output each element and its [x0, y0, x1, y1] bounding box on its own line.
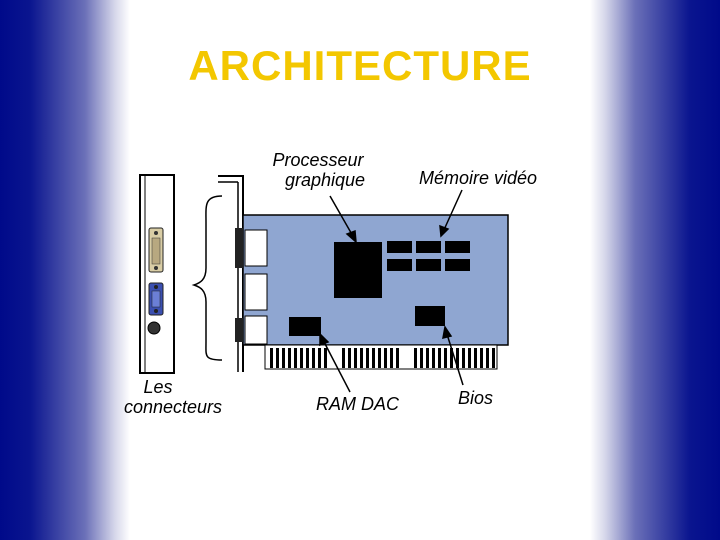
connector-finger — [390, 348, 393, 368]
arrow-memoire-head — [439, 224, 450, 238]
connector-finger — [348, 348, 351, 368]
label-memoire: Mémoire vidéo — [419, 168, 538, 188]
connector-finger — [294, 348, 297, 368]
connector-finger — [468, 348, 471, 368]
connector-finger — [462, 348, 465, 368]
connector-finger — [414, 348, 417, 368]
ramdac-chip — [289, 317, 321, 336]
connector-finger — [324, 348, 327, 368]
label-bios: Bios — [458, 388, 494, 408]
connector-finger — [396, 348, 399, 368]
connector-finger — [300, 348, 303, 368]
connector-finger — [270, 348, 273, 368]
connector-finger — [492, 348, 495, 368]
connector-finger — [456, 348, 459, 368]
label-connecteurs-line2: connecteurs — [123, 397, 223, 417]
arrow-memoire — [442, 189, 463, 233]
connector-finger — [318, 348, 321, 368]
video-memory-chips — [387, 241, 470, 271]
bracket-side-view — [139, 174, 175, 374]
connector-finger — [288, 348, 291, 368]
label-processeur-line1: Processeur — [272, 150, 364, 170]
connector-finger — [474, 348, 477, 368]
connector-finger — [384, 348, 387, 368]
edge-connector — [264, 344, 498, 370]
port-blocks — [235, 228, 268, 345]
label-connecteurs: Les connecteurs — [112, 377, 234, 417]
dvi-connector — [148, 227, 164, 273]
connector-finger — [432, 348, 435, 368]
connector-finger — [354, 348, 357, 368]
arrow-bios — [445, 330, 464, 386]
label-processeur-line2: graphique — [284, 170, 366, 190]
svideo-connector — [147, 321, 161, 335]
connector-finger — [372, 348, 375, 368]
connector-finger — [420, 348, 423, 368]
connector-finger — [444, 348, 447, 368]
label-processeur: Processeur graphique — [256, 150, 380, 190]
connector-finger — [438, 348, 441, 368]
connector-finger — [306, 348, 309, 368]
connector-finger — [480, 348, 483, 368]
connector-brace — [191, 195, 223, 361]
label-ramdac: RAM DAC — [316, 394, 400, 414]
connector-finger — [360, 348, 363, 368]
connector-finger — [276, 348, 279, 368]
label-connecteurs-line1: Les — [143, 377, 173, 397]
connector-finger — [366, 348, 369, 368]
arrow-processeur — [329, 195, 355, 239]
connector-finger — [426, 348, 429, 368]
connector-finger — [342, 348, 345, 368]
card-bracket — [218, 175, 244, 372]
vga-connector — [148, 282, 164, 316]
bios-chip — [415, 306, 445, 326]
connector-finger — [282, 348, 285, 368]
arrow-processeur-head — [345, 229, 357, 244]
connector-finger — [486, 348, 489, 368]
slide-title: ARCHITECTURE — [188, 42, 532, 89]
gpu-chip — [334, 242, 382, 298]
arrow-ramdac — [321, 337, 351, 393]
connector-finger — [378, 348, 381, 368]
connector-finger — [312, 348, 315, 368]
connector-finger — [450, 348, 453, 368]
arrow-ramdac-head — [319, 332, 330, 347]
arrow-bios-head — [442, 325, 453, 340]
